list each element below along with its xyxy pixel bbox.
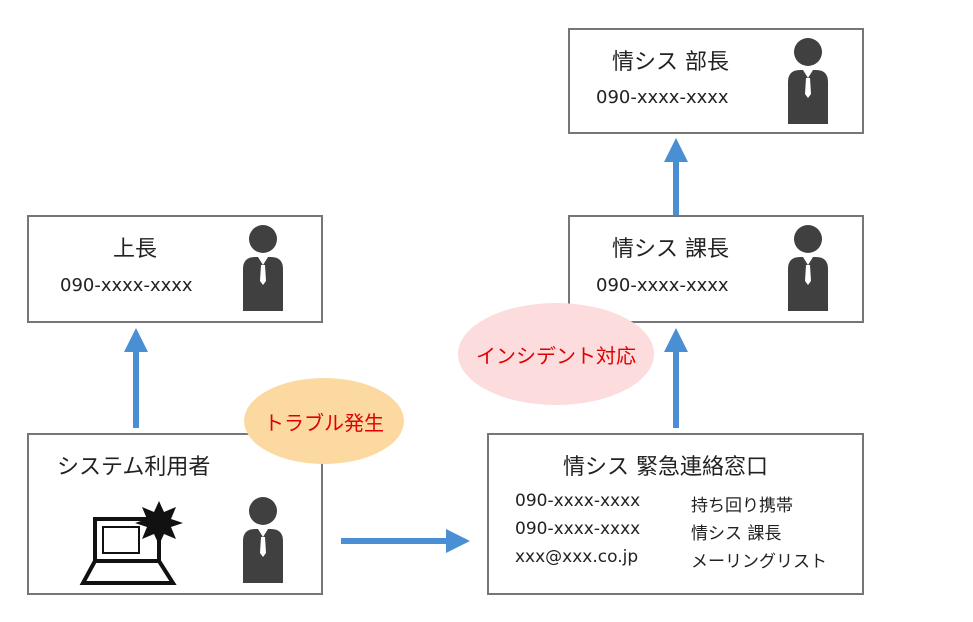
boss-phone: 090-xxxx-xxxx (60, 275, 193, 296)
contact-value: 090-xxxx-xxxx (515, 491, 641, 511)
user-title: システム利用者 (57, 455, 211, 480)
trouble-bubble: トラブル発生 (244, 378, 404, 464)
contact-value: 090-xxxx-xxxx (515, 519, 641, 539)
emergency-contact-box: 情シス 緊急連絡窓口 090-xxxx-xxxx 持ち回り携帯 090-xxxx… (487, 433, 864, 595)
manager-title: 情シス 課長 (612, 237, 729, 262)
boss-box: 上長 090-xxxx-xxxx (27, 215, 323, 323)
person-icon (788, 225, 828, 311)
manager-phone: 090-xxxx-xxxx (596, 275, 729, 296)
contact-note: 持ち回り携帯 (691, 496, 793, 516)
contact-value: xxx@xxx.co.jp (515, 547, 639, 567)
director-phone: 090-xxxx-xxxx (596, 87, 729, 108)
manager-box: 情シス 課長 090-xxxx-xxxx (568, 215, 864, 323)
person-icon (243, 497, 283, 583)
contact-note: 情シス 課長 (691, 524, 782, 544)
incident-bubble: インシデント対応 (458, 303, 654, 405)
director-title: 情シス 部長 (612, 50, 729, 75)
director-box: 情シス 部長 090-xxxx-xxxx (568, 28, 864, 134)
user-box: システム利用者 (27, 433, 323, 595)
person-icon (788, 38, 828, 124)
laptop-alert-icon (79, 501, 183, 585)
contact-note: メーリングリスト (691, 552, 827, 572)
boss-title: 上長 (113, 237, 158, 262)
person-icon (243, 225, 283, 311)
emergency-title: 情シス 緊急連絡窓口 (563, 455, 768, 480)
